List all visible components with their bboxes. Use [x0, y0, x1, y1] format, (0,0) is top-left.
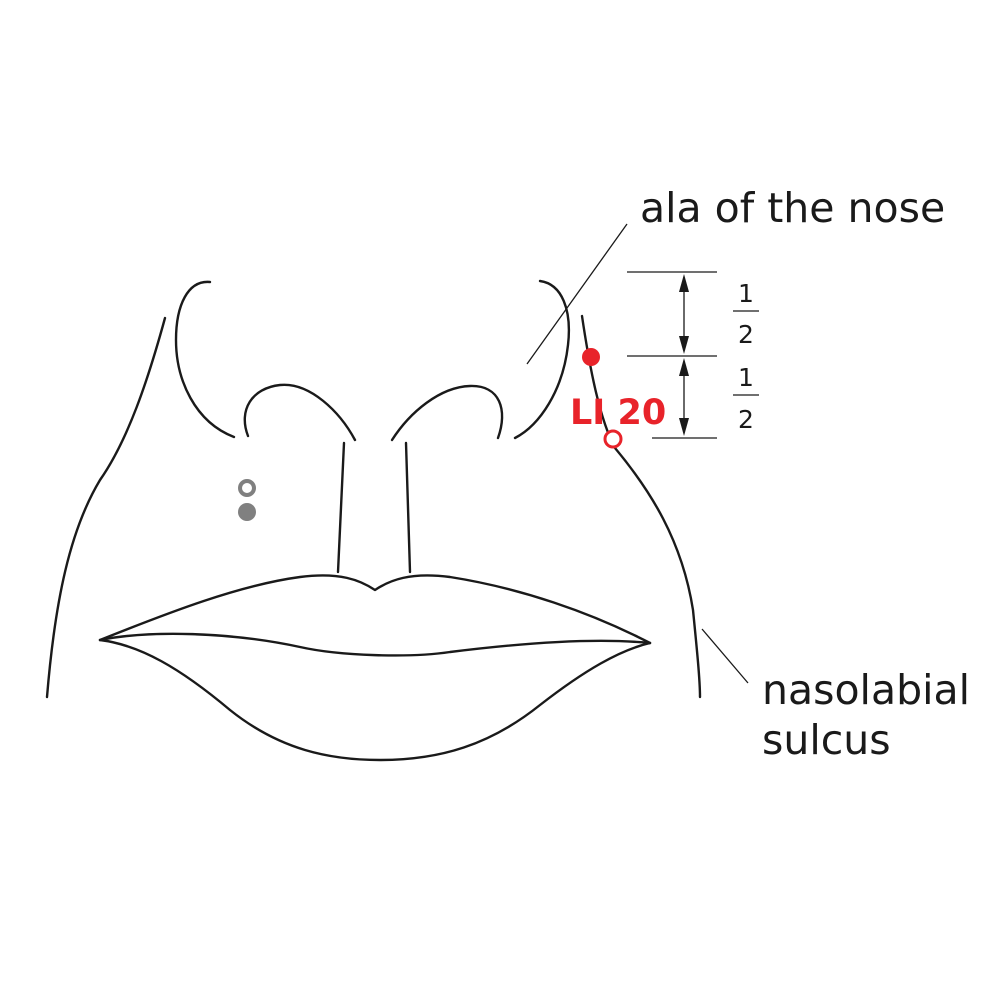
- right-nostril: [390, 384, 504, 442]
- lip-line: [98, 632, 652, 657]
- fraction-lower-denominator: 2: [738, 405, 754, 434]
- arrowhead-up-2: [679, 358, 689, 376]
- right-nasolabial-fold: [580, 314, 702, 699]
- nasolabial-label-line2: sulcus: [762, 716, 891, 764]
- columella-right: [404, 441, 412, 574]
- fraction-upper-numerator: 1: [738, 279, 754, 308]
- leader-lines: [526, 223, 749, 684]
- columella-left: [336, 441, 346, 574]
- fraction-lower-numerator: 1: [738, 363, 754, 392]
- arrowhead-down-2: [679, 418, 689, 436]
- lips: [98, 574, 652, 762]
- upper-lip: [98, 574, 652, 645]
- mirror-point-hollow: [238, 479, 256, 497]
- nasolabial-leader-line: [701, 628, 749, 684]
- mirror-points: [238, 479, 256, 521]
- left-nasolabial-fold: [45, 316, 167, 699]
- face-outline: [45, 314, 702, 699]
- li20-point-hollow: [603, 429, 623, 449]
- fraction-upper-denominator: 2: [738, 320, 754, 349]
- li20-points: [582, 348, 623, 449]
- nasolabial-label-line1: nasolabial: [762, 666, 970, 714]
- left-ala-outer: [174, 280, 236, 439]
- li20-point-filled: [582, 348, 600, 366]
- nose: [174, 279, 570, 574]
- ala-leader-line: [526, 223, 628, 365]
- point-label: LI 20: [570, 393, 666, 433]
- left-nostril: [243, 383, 357, 442]
- lower-lip: [98, 638, 652, 762]
- arrowhead-down-1: [679, 336, 689, 354]
- mirror-point-filled: [238, 503, 256, 521]
- measurement: 1 2 1 2: [627, 271, 759, 439]
- arrowhead-up-1: [679, 274, 689, 292]
- ala-label: ala of the nose: [640, 184, 945, 232]
- right-ala-outer: [513, 279, 570, 440]
